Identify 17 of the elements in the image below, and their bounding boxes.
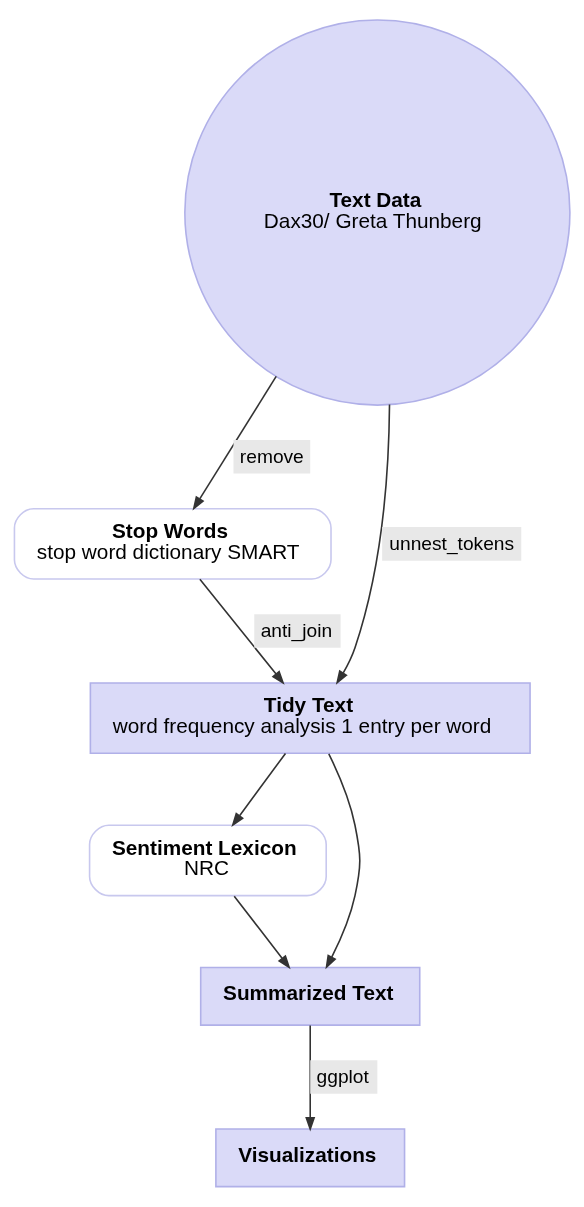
node-box: Stop Words stop word dictionary SMART bbox=[13, 507, 332, 580]
arrow bbox=[231, 752, 287, 827]
arrow bbox=[192, 375, 278, 511]
arrow bbox=[305, 1024, 316, 1132]
node-box: Visualizations bbox=[215, 1128, 406, 1188]
node-box: Tidy Text word frequency analysis 1 entry per word bbox=[89, 682, 531, 755]
arrow bbox=[233, 895, 291, 970]
arrow bbox=[325, 753, 361, 970]
edge-label: anti_join bbox=[260, 619, 333, 641]
node-box: Sentiment Lexicon NRC bbox=[88, 824, 327, 897]
arrow bbox=[199, 578, 285, 685]
node-box: Summarized Text bbox=[199, 966, 421, 1026]
edge-label: remove bbox=[239, 445, 304, 467]
arrow bbox=[335, 403, 391, 685]
edge-label: ggplot bbox=[316, 1065, 369, 1087]
edge-label: unnest_tokens bbox=[389, 532, 515, 554]
node-circle: Text Data Dax30/ Greta Thunberg bbox=[184, 19, 571, 406]
